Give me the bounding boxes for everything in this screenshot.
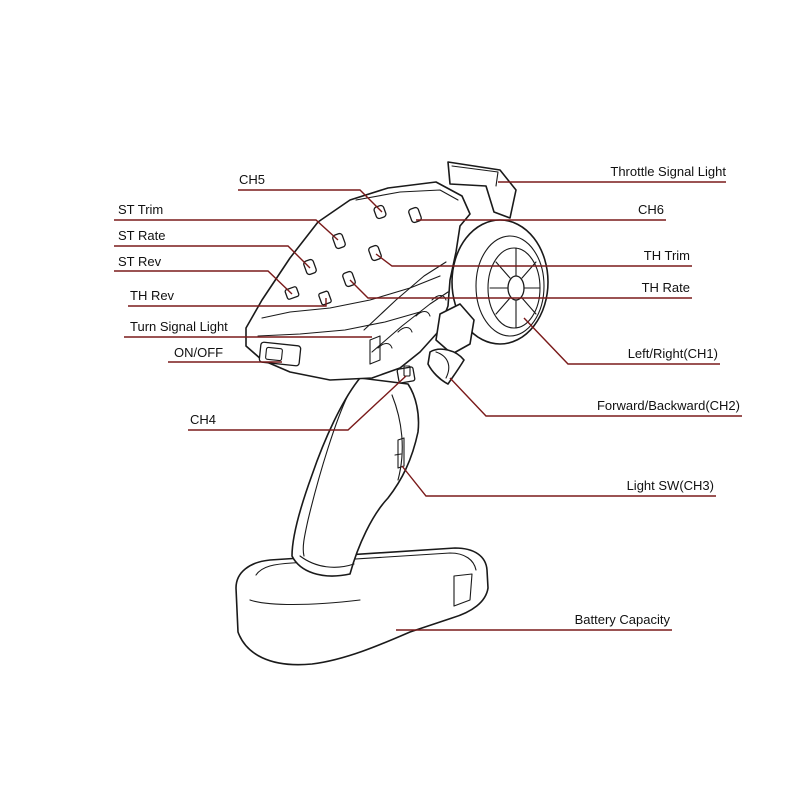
knob-ch5[interactable] [373,204,387,220]
leader-st-rate [114,245,311,269]
label-turn-signal-light: Turn Signal Light [130,319,228,334]
steering-wheel[interactable] [435,219,549,355]
leader-th-rate [349,279,692,299]
leader-forward-backward [449,377,742,417]
label-st-trim: ST Trim [118,202,163,217]
transmitter-illustration [235,161,549,666]
label-th-trim: TH Trim [644,248,690,263]
label-left-right: Left/Right(CH1) [628,346,718,361]
leader-ch5 [238,189,383,213]
leader-ch4 [188,375,407,431]
leader-th-rev [128,298,327,307]
label-th-rev: TH Rev [130,288,175,303]
battery-base [235,547,489,666]
label-throttle-signal-light: Throttle Signal Light [610,164,726,179]
leader-left-right [523,317,720,365]
knob-ch6[interactable] [408,206,422,224]
throttle-signal-light-housing [447,161,517,219]
callout-labels: CH5 ST Trim ST Rate ST Rev TH Rev Turn S… [118,164,740,627]
throttle-trigger[interactable] [427,348,465,385]
knob-th-trim[interactable] [368,244,382,262]
label-on-off: ON/OFF [174,345,223,360]
leader-st-trim [114,219,339,241]
label-th-rate: TH Rate [642,280,690,295]
knob-st-rate[interactable] [303,258,317,276]
label-light-sw: Light SW(CH3) [627,478,714,493]
label-battery-capacity: Battery Capacity [575,612,671,627]
switch-th-rev[interactable] [318,290,332,306]
label-ch6: CH6 [638,202,664,217]
ch4-button[interactable] [396,365,416,384]
label-st-rev: ST Rev [118,254,162,269]
leader-light-sw [401,465,716,497]
main-housing [245,181,471,381]
leader-th-trim [375,253,692,267]
label-st-rate: ST Rate [118,228,165,243]
on-off-switch[interactable] [258,341,302,367]
leader-lines [114,181,742,631]
label-ch4: CH4 [190,412,216,427]
leader-st-rev [114,270,293,295]
grip-handle [291,377,420,577]
label-forward-backward: Forward/Backward(CH2) [597,398,740,413]
label-ch5: CH5 [239,172,265,187]
